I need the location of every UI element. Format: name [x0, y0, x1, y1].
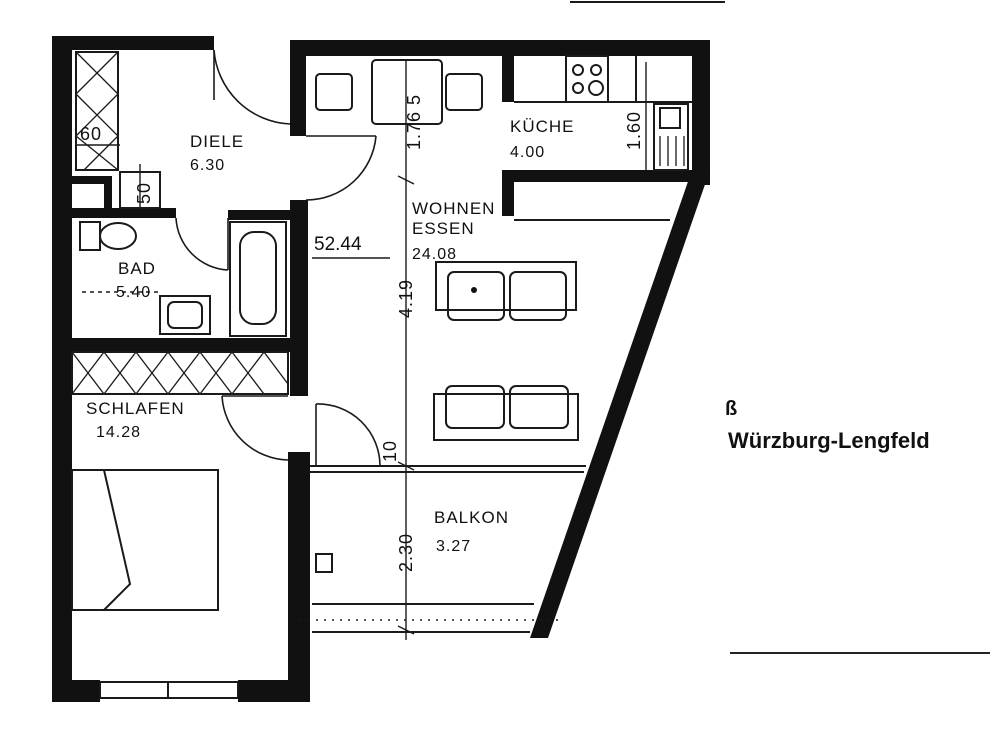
door-entrance	[213, 49, 291, 125]
location-mark: ß	[725, 398, 738, 420]
balcony-box	[315, 553, 333, 573]
toilet	[79, 221, 137, 251]
wall-kueche-bottom	[502, 170, 708, 182]
washbasin	[159, 295, 211, 335]
wardrobe-diele	[75, 51, 119, 171]
label-wohnen: WOHNEN	[412, 199, 495, 218]
wall-kueche-partition	[502, 56, 514, 102]
dining-table	[435, 261, 577, 321]
dim-60: 60	[80, 124, 102, 144]
wall-diele-kueche	[290, 40, 306, 136]
area-wohnen: 24.08	[412, 246, 457, 263]
wall-bad-top-left	[72, 208, 176, 218]
walls	[52, 36, 710, 702]
dim-419: 4.19	[396, 279, 416, 318]
wall-bottom-right	[238, 680, 310, 702]
kitchen-counter	[514, 55, 692, 171]
wall-bad-top-right	[228, 210, 298, 220]
door-bad	[175, 217, 229, 271]
wall-top-left	[52, 36, 214, 50]
dim-10: 10	[380, 440, 400, 462]
area-schlafen: 14.28	[96, 424, 141, 441]
area-kueche: 4.00	[510, 144, 545, 161]
label-balkon: BALKON	[434, 508, 509, 527]
dim-230: 2.30	[396, 533, 416, 572]
label-kueche: KÜCHE	[510, 117, 575, 136]
wall-kueche-stub	[502, 170, 514, 216]
dimension-lines	[76, 60, 647, 640]
bed	[71, 469, 219, 611]
label-schlafen: SCHLAFEN	[86, 399, 185, 418]
sofa	[433, 385, 579, 441]
wall-schlafen-balkon	[288, 452, 310, 702]
wall-shaft-side	[104, 176, 112, 210]
label-essen: ESSEN	[412, 219, 475, 238]
area-balkon: 3.27	[436, 538, 471, 555]
dim-160: 1.60	[624, 111, 644, 150]
wall-bottom-left	[52, 680, 100, 702]
wall-bad-bottom	[72, 338, 308, 352]
dim-50: 50	[134, 182, 154, 204]
wardrobe-schlafen	[71, 351, 289, 395]
door-balkon	[315, 403, 381, 467]
label-diele: DIELE	[190, 132, 244, 151]
total-area: 52.44	[314, 234, 362, 255]
wall-left-outer	[52, 36, 72, 702]
label-bad: BAD	[118, 259, 156, 278]
door-schlafen	[221, 395, 289, 461]
wall-slanted-right	[530, 170, 710, 638]
wall-bad-wohnen	[290, 200, 308, 396]
bathtub	[229, 221, 287, 337]
bottom-right-rule	[730, 652, 990, 654]
window-bottom	[99, 681, 239, 699]
kitchen-table	[315, 59, 483, 125]
balcony-threshold	[300, 465, 586, 633]
location-city: Würzburg-Lengfeld	[728, 428, 930, 453]
wall-right-kueche	[692, 40, 710, 185]
area-bad: 5.40	[116, 284, 151, 301]
area-diele: 6.30	[190, 157, 225, 174]
door-diele-wohnen	[305, 135, 377, 201]
wall-shaft-top	[72, 176, 112, 184]
dim-176: 1.76 5	[404, 94, 424, 150]
wall-top-right	[290, 40, 710, 56]
